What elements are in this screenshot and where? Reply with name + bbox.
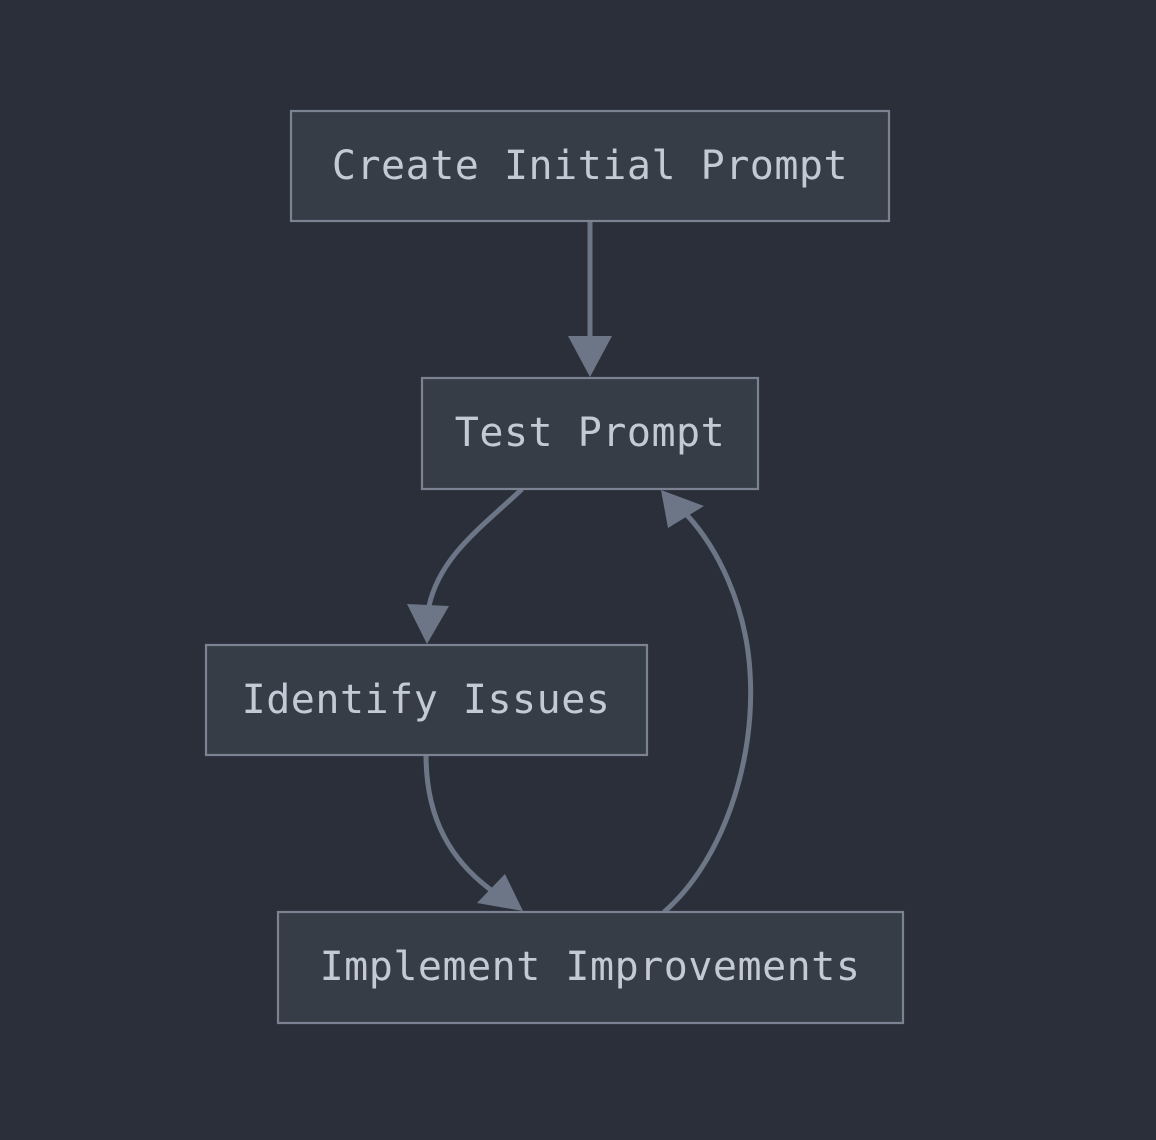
edge-identify-to-implement (423, 754, 523, 911)
node-implement-improvements-label: Implement Improvements (320, 944, 861, 990)
edge-implement-to-test-arrowhead (661, 490, 704, 528)
node-implement-improvements[interactable]: Implement Improvements (276, 910, 905, 1025)
edge-identify-to-implement-arrowhead (477, 874, 523, 911)
node-identify-issues-box[interactable] (204, 643, 649, 757)
edge-test-to-identify (407, 487, 524, 644)
edge-create-to-test-arrowhead (568, 336, 612, 377)
edge-create-to-test (568, 221, 612, 377)
node-test-prompt-box[interactable] (420, 376, 760, 491)
node-implement-improvements-box[interactable] (276, 910, 905, 1025)
edge-test-to-identify-arrowhead (407, 604, 449, 644)
node-create-initial-prompt-box[interactable] (289, 109, 891, 223)
node-identify-issues[interactable]: Identify Issues (204, 643, 649, 757)
node-identify-issues-label: Identify Issues (242, 677, 611, 723)
node-create-initial-prompt[interactable]: Create Initial Prompt (289, 109, 891, 223)
edge-implement-to-test-line (662, 512, 754, 914)
edge-test-to-identify-line (426, 487, 524, 607)
node-create-initial-prompt-label: Create Initial Prompt (332, 143, 848, 189)
edge-identify-to-implement-line (423, 754, 493, 893)
node-test-prompt[interactable]: Test Prompt (420, 376, 760, 491)
edge-implement-to-test (661, 490, 754, 914)
node-test-prompt-label: Test Prompt (455, 410, 725, 456)
